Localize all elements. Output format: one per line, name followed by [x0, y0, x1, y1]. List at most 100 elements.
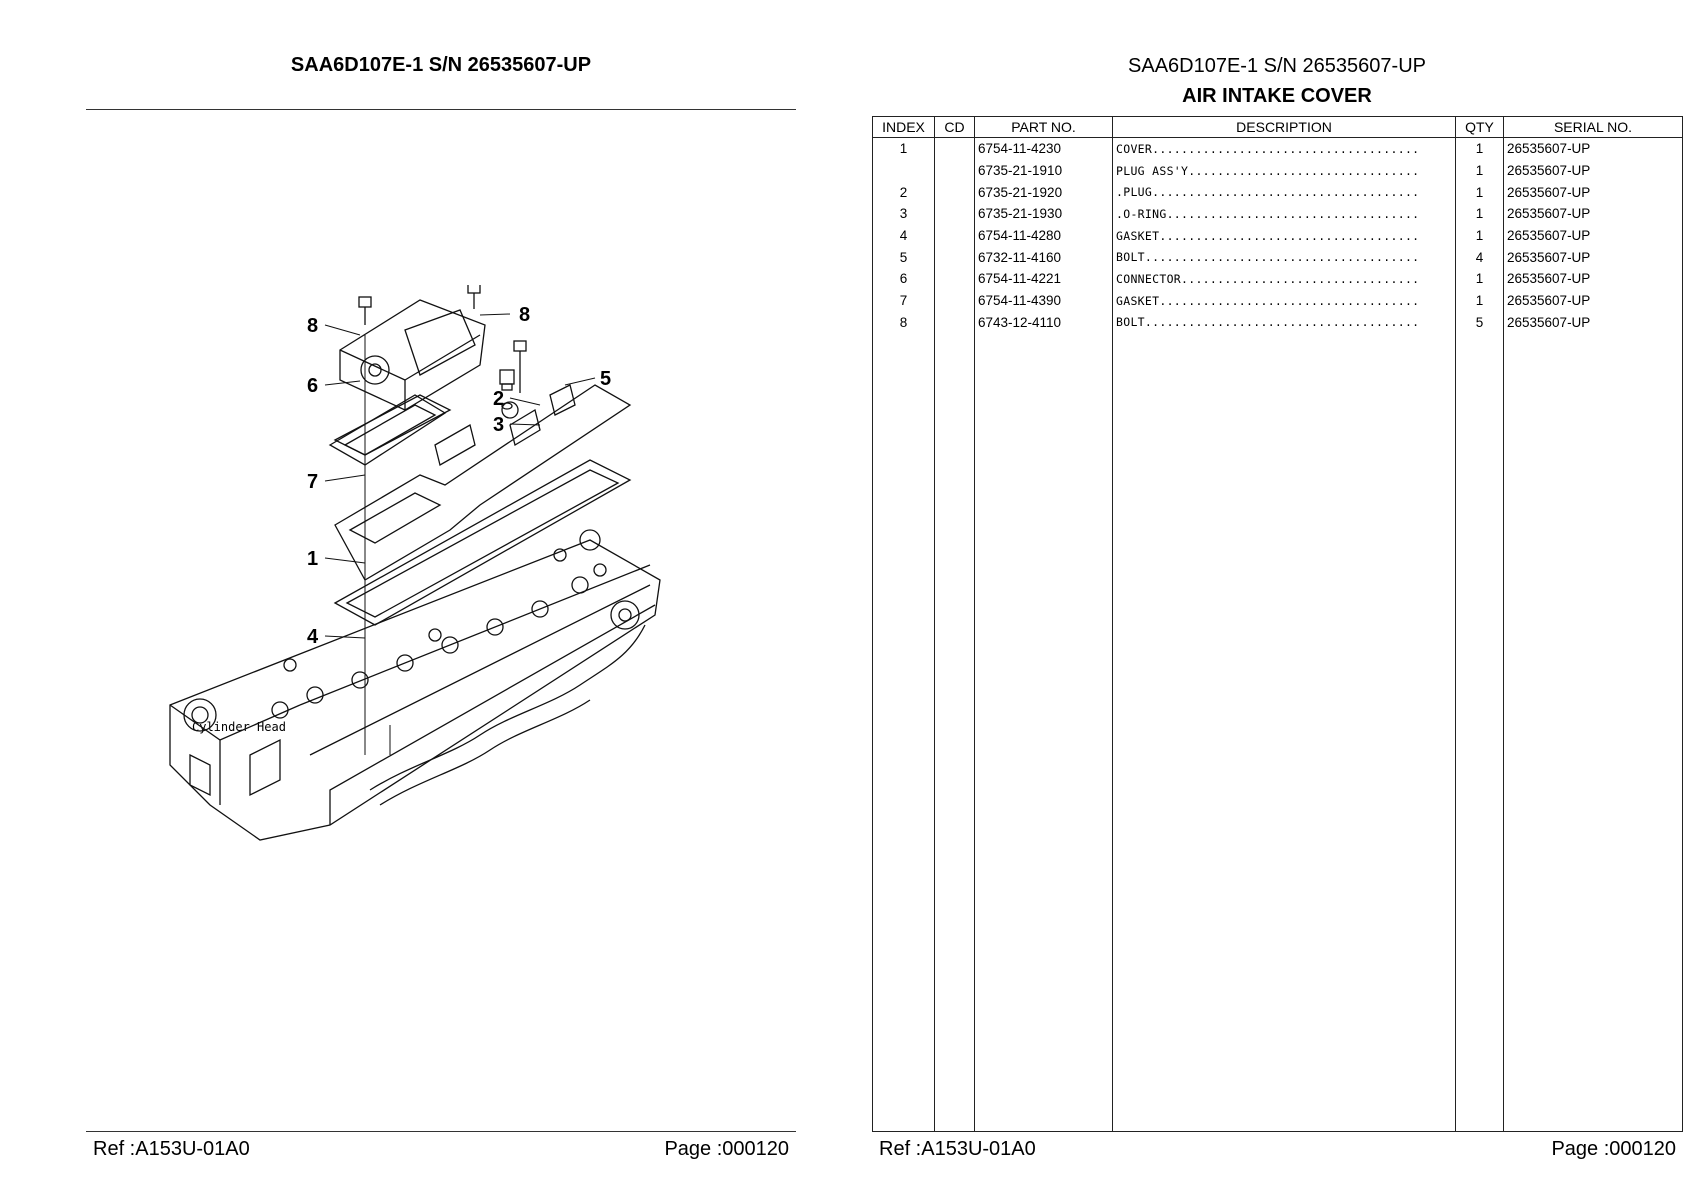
callout-7: 7	[307, 471, 318, 493]
cell-qty: 1	[1455, 224, 1504, 247]
cell-description: COVER...................................…	[1112, 137, 1456, 160]
cell-serial: 26535607-UP	[1503, 289, 1683, 312]
bolt-8-right-icon	[467, 285, 481, 309]
col-header-cd: CD	[934, 116, 975, 138]
cell-serial: 26535607-UP	[1503, 159, 1683, 182]
table-row: 1 6754-11-4230 COVER....................…	[872, 137, 1683, 160]
cell-description: CONNECTOR...............................…	[1112, 268, 1456, 290]
parts-table-header: INDEX CD PART NO. DESCRIPTION QTY SERIAL…	[872, 116, 1683, 138]
cell-cd	[934, 268, 975, 290]
cell-description: BOLT....................................…	[1112, 246, 1456, 269]
left-footer-page: Page :000120	[664, 1138, 789, 1160]
cell-part-no: 6754-11-4390	[974, 289, 1113, 312]
cell-index: 4	[872, 224, 935, 247]
cell-index	[872, 159, 935, 182]
cell-index: 8	[872, 311, 935, 334]
cell-description: .O-RING.................................…	[1112, 203, 1456, 225]
col-header-description: DESCRIPTION	[1112, 116, 1456, 138]
cell-index: 1	[872, 137, 935, 160]
callout-5: 5	[600, 368, 611, 390]
gasket-7-icon	[328, 394, 452, 466]
cell-qty: 1	[1455, 181, 1504, 204]
cell-cd	[934, 224, 975, 247]
col-header-serial-no: SERIAL NO.	[1503, 116, 1683, 138]
cell-cd	[934, 289, 975, 312]
cell-part-no: 6735-21-1910	[974, 159, 1113, 182]
table-row: 3 6735-21-1930 .O-RING..................…	[872, 203, 1683, 225]
cell-index: 5	[872, 246, 935, 269]
cell-cd	[934, 181, 975, 204]
right-footer-ref: Ref :A153U-01A0	[879, 1138, 1036, 1160]
left-header-divider	[86, 109, 796, 110]
cell-index: 2	[872, 181, 935, 204]
table-row: 5 6732-11-4160 BOLT.....................…	[872, 246, 1683, 269]
plug-2-icon	[499, 369, 515, 391]
cell-index: 6	[872, 268, 935, 290]
gasket-4-icon	[333, 459, 632, 626]
cell-qty: 5	[1455, 311, 1504, 334]
cell-cd	[934, 137, 975, 160]
table-row: 8 6743-12-4110 BOLT.....................…	[872, 311, 1683, 334]
callout-1: 1	[307, 548, 318, 570]
cell-description: GASKET..................................…	[1112, 224, 1456, 247]
cell-serial: 26535607-UP	[1503, 137, 1683, 160]
cell-cd	[934, 159, 975, 182]
col-header-part-no: PART NO.	[974, 116, 1113, 138]
cell-qty: 1	[1455, 137, 1504, 160]
cell-part-no: 6735-21-1930	[974, 203, 1113, 225]
table-row: 7 6754-11-4390 GASKET...................…	[872, 289, 1683, 312]
col-header-qty: QTY	[1455, 116, 1504, 138]
callout-6: 6	[307, 375, 318, 397]
cell-index: 3	[872, 203, 935, 225]
cell-serial: 26535607-UP	[1503, 203, 1683, 225]
cell-part-no: 6754-11-4280	[974, 224, 1113, 247]
left-footer-divider	[86, 1131, 796, 1132]
callout-2: 2	[493, 388, 504, 410]
cell-cd	[934, 311, 975, 334]
cell-description: PLUG ASS'Y..............................…	[1112, 159, 1456, 182]
cell-part-no: 6754-11-4221	[974, 268, 1113, 290]
cylinder-head-icon	[169, 529, 661, 841]
cell-qty: 1	[1455, 203, 1504, 225]
left-footer-ref: Ref :A153U-01A0	[93, 1138, 250, 1160]
parts-table: INDEX CD PART NO. DESCRIPTION QTY SERIAL…	[872, 116, 1683, 1133]
cover-1-icon	[334, 384, 632, 581]
left-page-title: SAA6D107E-1 S/N 26535607-UP	[290, 54, 592, 76]
cell-serial: 26535607-UP	[1503, 268, 1683, 290]
cell-qty: 1	[1455, 159, 1504, 182]
bolt-8-left-icon	[358, 296, 372, 325]
cell-cd	[934, 246, 975, 269]
cell-cd	[934, 203, 975, 225]
right-page-title: SAA6D107E-1 S/N 26535607-UP	[1128, 55, 1426, 77]
cell-description: .PLUG...................................…	[1112, 181, 1456, 204]
connector-6-icon	[339, 299, 486, 411]
exploded-parts-drawing: 8 8 6 2 5 3 7 1 4 Cylinder Head	[169, 285, 661, 841]
cell-part-no: 6735-21-1920	[974, 181, 1113, 204]
cell-description: GASKET..................................…	[1112, 289, 1456, 312]
cell-part-no: 6732-11-4160	[974, 246, 1113, 269]
table-row: 2 6735-21-1920 .PLUG....................…	[872, 181, 1683, 204]
callout-4: 4	[307, 626, 319, 648]
cell-description: BOLT....................................…	[1112, 311, 1456, 334]
cylinder-head-note: Cylinder Head	[192, 720, 286, 734]
callout-8a: 8	[307, 315, 318, 337]
col-header-index: INDEX	[872, 116, 935, 138]
cell-part-no: 6754-11-4230	[974, 137, 1113, 160]
cell-qty: 1	[1455, 289, 1504, 312]
table-empty-space	[872, 333, 1683, 1133]
right-page-subtitle: AIR INTAKE COVER	[1182, 85, 1372, 107]
table-row: 6735-21-1910 PLUG ASS'Y.................…	[872, 159, 1683, 182]
cell-qty: 4	[1455, 246, 1504, 269]
callout-3: 3	[493, 414, 504, 436]
table-row: 6 6754-11-4221 CONNECTOR................…	[872, 268, 1683, 290]
cell-serial: 26535607-UP	[1503, 224, 1683, 247]
cell-part-no: 6743-12-4110	[974, 311, 1113, 334]
right-footer-page: Page :000120	[1551, 1138, 1676, 1160]
cell-index: 7	[872, 289, 935, 312]
cell-serial: 26535607-UP	[1503, 181, 1683, 204]
bolt-5-icon	[513, 340, 527, 393]
cell-serial: 26535607-UP	[1503, 246, 1683, 269]
table-row: 4 6754-11-4280 GASKET...................…	[872, 224, 1683, 247]
callout-8b: 8	[519, 304, 530, 326]
cell-qty: 1	[1455, 268, 1504, 290]
